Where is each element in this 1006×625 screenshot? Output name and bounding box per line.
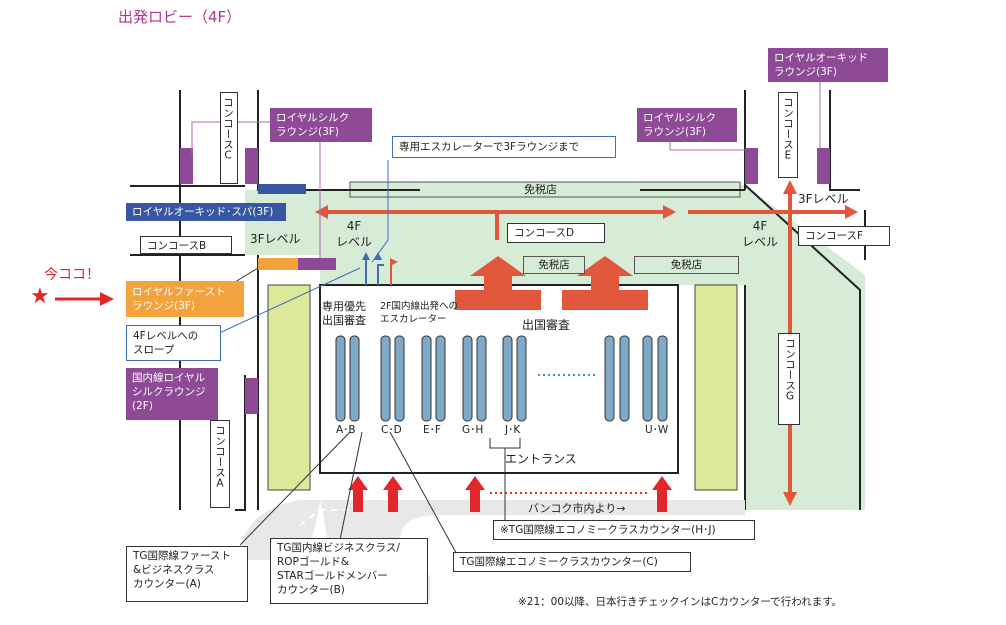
- now-here-label: 今ココ！: [44, 267, 100, 283]
- pillar-purple-3: [745, 148, 758, 184]
- star-icon: ★: [30, 284, 50, 309]
- page-title: 出発ロビー（4F）: [118, 8, 242, 26]
- gate-ab: A･B: [336, 424, 356, 436]
- lounge-royal-orchid-spa: ロイヤルオーキッド･スパ(3F): [126, 203, 286, 221]
- departure-hall: [319, 284, 679, 474]
- level-3f-left: 3Fレベル: [250, 232, 301, 246]
- now-arrow-head: [100, 292, 114, 306]
- escalator-arrows: [365, 258, 392, 285]
- counter-c-label: TG国際線エコノミークラスカウンター(C): [453, 552, 691, 572]
- arrow-3f-head: [845, 205, 858, 219]
- esc-head-1: [362, 252, 370, 260]
- entrance-label: エントランス: [505, 452, 577, 466]
- gate-ef: E･F: [423, 424, 441, 436]
- duty-free-main-label: 免税店: [524, 183, 557, 196]
- escalator-note: 専用エスカレーターで3Fラウンジまで: [392, 136, 616, 158]
- duty-free-right: 免税店: [634, 256, 739, 274]
- gate-jk: J･K: [505, 424, 521, 436]
- checkin-counters: [335, 335, 668, 422]
- lounge-royal-silk-e: ロイヤルシルク ラウンジ(3F): [637, 108, 737, 142]
- domestic-escalator-label: 2F国内線出発への エスカレーター: [380, 301, 459, 325]
- first-lounge-bar: [258, 258, 298, 270]
- slope-label: 4Fレベルへの スロープ: [126, 325, 221, 361]
- leader-lines-dark: [221, 267, 521, 561]
- priority-immigration-label: 専用優先 出国審査: [322, 300, 366, 327]
- footnote: ※21：00以降、日本行きチェックインはCカウンターで行われます。: [518, 596, 843, 608]
- level-3f-right: 3Fレベル: [798, 192, 849, 206]
- concourse-e-label: コンコースE: [778, 92, 798, 178]
- pillar-left: [267, 284, 311, 491]
- concourse-c-label: コンコースC: [220, 92, 238, 184]
- lounge-domestic-silk: 国内線ロイヤル シルクラウンジ (2F): [126, 368, 218, 420]
- counter-b-label: TG国内線ビジネスクラス/ ROPゴールド& STARゴールドメンバー カウンタ…: [270, 538, 428, 604]
- lounge-royal-first: ロイヤルファースト ラウンジ(3F): [126, 281, 244, 317]
- pillar-right: [694, 284, 738, 491]
- arrow-down-head: [783, 492, 797, 506]
- gate-cd: C･D: [381, 424, 402, 436]
- pillar-purple-1: [180, 148, 193, 184]
- esc-head-2: [374, 252, 382, 260]
- counter-a-label: TG国際線ファースト &ビジネスクラス カウンター(A): [126, 546, 248, 602]
- concourse-g-label: コンコースG: [778, 333, 800, 425]
- lounge-royal-silk-c: ロイヤルシルク ラウンジ(3F): [270, 108, 372, 142]
- from-bangkok-label: バンコク市内より→: [528, 502, 626, 515]
- gate-gh: G･H: [462, 424, 484, 436]
- arrow-right-head: [663, 205, 676, 219]
- road-dash: [299, 509, 360, 526]
- pillar-purple-4: [817, 148, 830, 184]
- concourse-b-label: コンコースB: [140, 236, 232, 254]
- counter-hj-label: ※TG国際線エコノミークラスカウンター(H･J): [493, 520, 755, 540]
- arrow-up-head: [783, 180, 797, 194]
- entrance-arrows: [348, 476, 672, 512]
- concourse-f-label: コンコースF: [798, 226, 890, 246]
- leader-lines-blue: [214, 160, 389, 336]
- esc-head-3: [390, 258, 398, 266]
- immigration-arrow-1: [455, 256, 541, 310]
- leader-lines: [191, 82, 821, 258]
- silk-bar: [298, 258, 336, 270]
- concourse-a-label: コンコースA: [210, 420, 230, 508]
- immigration-arrow-2: [562, 256, 648, 310]
- immigration-label: 出国審査: [522, 318, 571, 332]
- pillar-purple-5: [245, 378, 258, 414]
- concourse-d-label: コンコースD: [507, 223, 605, 243]
- level-4f-right: 4F レベル: [742, 219, 779, 249]
- spa-bar: [258, 184, 306, 194]
- level-4f-left: 4F レベル: [336, 219, 373, 249]
- pillar-purple-2: [245, 148, 258, 184]
- gate-uw: U･W: [645, 424, 669, 436]
- lounge-royal-orchid: ロイヤルオーキッド ラウンジ(3F): [768, 48, 888, 82]
- duty-free-left: 免税店: [523, 256, 585, 274]
- arrow-left-head: [315, 205, 328, 219]
